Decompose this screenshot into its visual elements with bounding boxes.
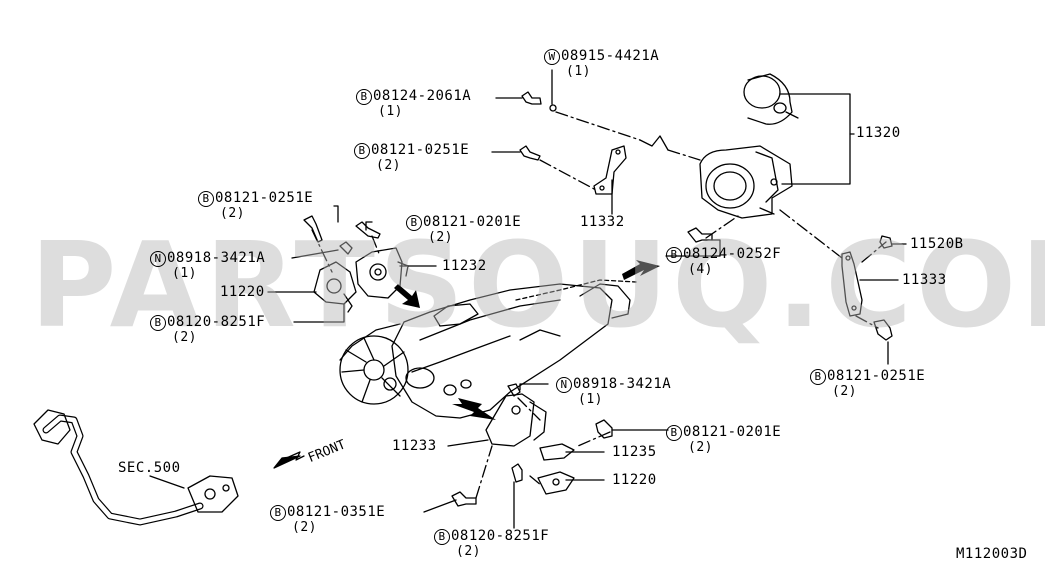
callout-number: 08121-0251E (827, 368, 926, 384)
callout-qty: (2) (456, 544, 481, 559)
callout-qty: (2) (832, 384, 857, 399)
part-11233[interactable]: 11233 (392, 438, 437, 454)
callout-number: 08121-0201E (683, 424, 782, 440)
callout-number: 08124-0252F (683, 246, 782, 262)
callout-qty: (2) (172, 330, 197, 345)
callout-qty: (1) (578, 392, 603, 407)
assembly-lines (311, 111, 887, 499)
engine-block-drawing (339, 283, 631, 419)
callout-qty: (2) (688, 440, 713, 455)
fan-drawing (339, 335, 409, 405)
callout-badge: B (810, 369, 826, 385)
callout-badge: B (406, 215, 422, 231)
part-11220-left[interactable]: 11220 (220, 284, 265, 300)
part-11320[interactable]: 11320 (856, 125, 901, 141)
part-11520b[interactable]: 11520B (910, 236, 964, 252)
callout-badge: B (354, 143, 370, 159)
part-11332[interactable]: 11332 (580, 214, 625, 230)
harness-drawing (33, 409, 239, 526)
callout-badge: B (666, 247, 682, 263)
callout-qty: (4) (688, 262, 713, 277)
callout-qty: (2) (376, 158, 401, 173)
zigzag-break (639, 135, 669, 151)
callout-badge: N (556, 377, 572, 393)
callout-number: 08124-2061A (373, 88, 472, 104)
callout-badge: B (198, 191, 214, 207)
callout-number: 08120-8251F (167, 314, 266, 330)
callout-qty: (2) (220, 206, 245, 221)
callout-badge: W (544, 49, 560, 65)
callout-number: 08120-8251F (451, 528, 550, 544)
callout-qty: (2) (292, 520, 317, 535)
callout-number: 08121-0251E (215, 190, 314, 206)
front-arrow-head (273, 455, 301, 469)
part-11232[interactable]: 11232 (442, 258, 487, 274)
fasteners-drawing (303, 91, 893, 507)
callout-badge: B (666, 425, 682, 441)
transmission-outline (515, 279, 637, 301)
lower-bracket-drawing (485, 393, 575, 495)
callout-number: 08915-4421A (561, 48, 660, 64)
callout-number: 08121-0351E (287, 504, 386, 520)
part-11333[interactable]: 11333 (902, 272, 947, 288)
callout-badge: B (150, 315, 166, 331)
direction-arrows (394, 260, 660, 420)
bracket-11333-drawing (841, 251, 863, 317)
callout-number: 08121-0251E (371, 142, 470, 158)
callout-number: 08121-0201E (423, 214, 522, 230)
callout-badge: B (434, 529, 450, 545)
section-reference[interactable]: SEC.500 (118, 460, 181, 476)
callout-number: 08918-3421A (573, 376, 672, 392)
callout-qty: (1) (566, 64, 591, 79)
callout-qty: (1) (172, 266, 197, 281)
callout-badge: B (270, 505, 286, 521)
callout-qty: (2) (428, 230, 453, 245)
callout-badge: N (150, 251, 166, 267)
mount-bracket-drawing (699, 145, 793, 219)
upper-bracket-assembly-drawing (313, 247, 409, 313)
callout-qty: (1) (378, 104, 403, 119)
part-11220-bottom[interactable]: 11220 (612, 472, 657, 488)
bracket-11332-drawing (593, 145, 627, 195)
mount-insulator-drawing (743, 73, 799, 125)
callout-number: 08918-3421A (167, 250, 266, 266)
front-arrow-tail (281, 451, 305, 461)
part-11235[interactable]: 11235 (612, 444, 657, 460)
leader-lines (149, 69, 907, 529)
callout-badge: B (356, 89, 372, 105)
diagram-code: M112003D (956, 546, 1028, 562)
